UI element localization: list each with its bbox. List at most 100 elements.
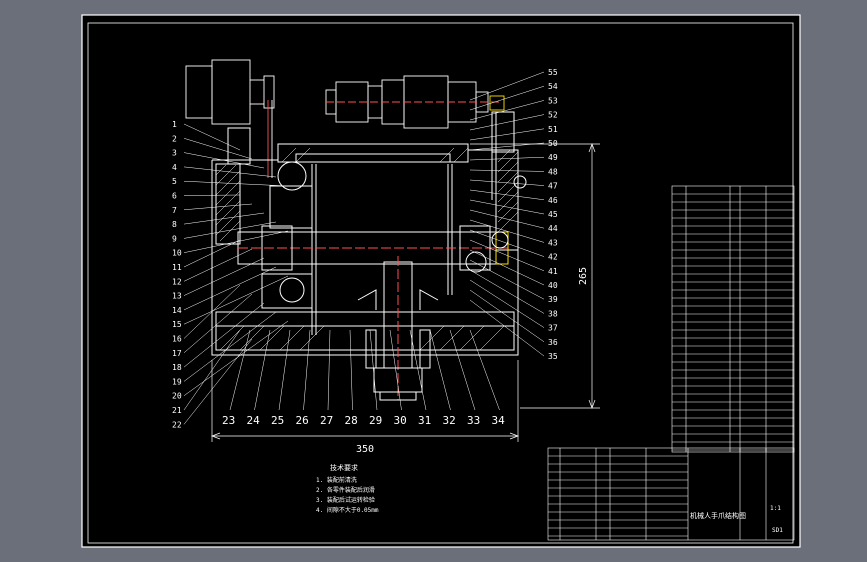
balloon-label: 10 — [172, 249, 182, 258]
leader-line — [327, 329, 331, 411]
dimensions — [211, 143, 600, 442]
balloon-label: 55 — [548, 68, 558, 77]
dim-height: 265 — [578, 267, 589, 285]
leader-line — [183, 203, 253, 211]
leader-line — [469, 289, 545, 343]
balloon-label: 41 — [548, 267, 558, 276]
leader-line — [469, 156, 545, 161]
leader-line — [469, 169, 545, 172]
balloon-label: 27 — [320, 414, 333, 427]
balloon-label: 21 — [172, 406, 182, 415]
leader-line — [469, 142, 545, 151]
balloon-label: 36 — [548, 338, 558, 347]
balloon-label: 53 — [548, 96, 558, 105]
leader-line — [183, 266, 277, 311]
note-line: 1. 装配前清洗 — [316, 476, 357, 484]
leader-line — [183, 338, 253, 425]
balloon-label: 28 — [345, 414, 358, 427]
balloon-label: 47 — [548, 182, 558, 191]
drawing-scale: 1:1 — [770, 505, 781, 512]
leader-line — [469, 239, 545, 272]
balloon-label: 1 — [172, 120, 177, 129]
leader-line — [183, 194, 241, 196]
leader-line — [469, 71, 545, 101]
balloon-label: 52 — [548, 111, 558, 120]
leader-line — [183, 275, 289, 325]
leader-line — [183, 302, 265, 368]
balloon-label: 38 — [548, 309, 558, 318]
leader-line — [183, 123, 241, 151]
leader-line — [449, 329, 476, 411]
balloon-label: 29 — [369, 414, 382, 427]
leader-line — [183, 293, 253, 353]
leader-line — [183, 212, 265, 225]
balloon-label: 24 — [247, 414, 261, 427]
leader-line — [389, 329, 402, 411]
leader-line — [469, 100, 545, 121]
note-line: 3. 装配后试运转检验 — [316, 496, 375, 504]
note-line: 2. 各零件装配后润滑 — [316, 486, 375, 494]
balloon-label: 4 — [172, 163, 177, 172]
balloon-label: 26 — [296, 414, 309, 427]
leader-line — [183, 320, 289, 396]
notes-title: 技术要求 — [330, 463, 358, 472]
balloon-label: 23 — [222, 414, 235, 427]
leader-line — [183, 248, 253, 282]
drawing-title: 机械人手爪结构图 — [690, 511, 746, 520]
balloon-label: 15 — [172, 320, 182, 329]
leader-line — [469, 209, 545, 229]
balloon-label: 19 — [172, 377, 182, 386]
sheet-inner-border — [87, 22, 794, 544]
leader-line — [183, 311, 277, 382]
balloon-label: 35 — [548, 352, 558, 361]
leader-line — [183, 138, 253, 160]
leader-line — [429, 329, 451, 411]
balloon-label: 37 — [548, 324, 558, 333]
part-balloons: 1234567891011121314151617181920212255545… — [172, 68, 558, 429]
balloon-label: 3 — [172, 149, 177, 158]
balloon-label: 46 — [548, 196, 558, 205]
motor-left — [185, 59, 275, 178]
balloon-label: 12 — [172, 277, 182, 286]
leader-line — [183, 152, 265, 169]
balloon-label: 9 — [172, 234, 177, 243]
parts-list-table — [671, 185, 795, 453]
balloon-label: 32 — [443, 414, 456, 427]
balloon-label: 34 — [492, 414, 506, 427]
balloon-label: 18 — [172, 363, 182, 372]
leader-line — [369, 329, 378, 411]
leader-line — [469, 249, 545, 286]
leader-line — [469, 128, 545, 141]
balloon-label: 17 — [172, 349, 182, 358]
leader-line — [278, 329, 291, 411]
balloon-label: 25 — [271, 414, 284, 427]
drawing-sheet — [81, 14, 801, 548]
title-block — [547, 447, 795, 541]
leader-line — [469, 259, 545, 300]
balloon-label: 40 — [548, 281, 558, 290]
balloon-label: 2 — [172, 134, 177, 143]
balloon-label: 54 — [548, 82, 558, 91]
dim-width: 350 — [356, 444, 374, 455]
leader-line — [183, 329, 241, 411]
leader-line — [469, 219, 545, 243]
balloon-label: 5 — [172, 177, 177, 186]
leader-line — [229, 329, 251, 411]
leader-line — [469, 85, 545, 111]
leader-line — [469, 269, 545, 314]
leader-line — [349, 329, 353, 411]
balloon-label: 33 — [467, 414, 480, 427]
leader-line — [469, 329, 500, 411]
balloon-label: 44 — [548, 224, 558, 233]
balloon-label: 8 — [172, 220, 177, 229]
leader-line — [183, 239, 241, 268]
leader-line — [469, 299, 545, 357]
balloon-label: 39 — [548, 295, 558, 304]
balloon-label: 31 — [418, 414, 431, 427]
balloon-label: 6 — [172, 192, 177, 201]
leader-line — [183, 180, 289, 187]
balloon-label: 22 — [172, 420, 182, 429]
leader-line — [183, 257, 265, 296]
